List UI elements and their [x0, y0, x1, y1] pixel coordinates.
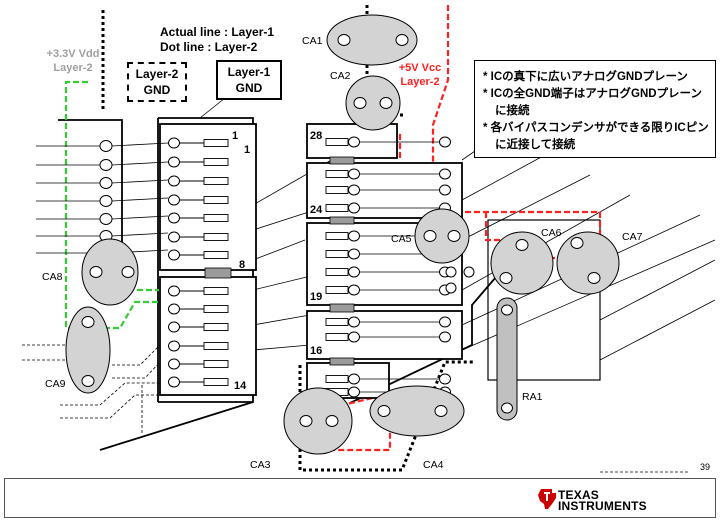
legend-actual-line: Actual line : Layer-1 [160, 25, 275, 39]
capacitor-ca3 [283, 387, 353, 455]
left-ic-pin [168, 321, 229, 333]
capacitor-ca5 [414, 208, 470, 264]
label-ca8: CA8 [42, 271, 63, 283]
pin-28: 28 [310, 130, 322, 142]
right-ic-pin [325, 202, 451, 214]
note-line-4: * 各バイパスコンデンサができる限りICピン [483, 122, 709, 134]
left-ic-pin [168, 285, 229, 297]
vdd-label-line2: Layer-2 [53, 62, 93, 74]
note-line-5: に近接して接続 [495, 139, 576, 151]
ti-logo-line2: Instruments [558, 499, 647, 513]
layer1-gnd-outline [58, 117, 601, 451]
right-ic-pin [325, 316, 451, 328]
footer-box [4, 478, 716, 518]
left-edge-pad [36, 195, 169, 207]
design-notes-box: * ICの真下に広いアナログGNDプレーン * ICの全GND端子はアナログGN… [474, 60, 716, 158]
capacitor-ca1 [326, 14, 418, 66]
pin-24: 24 [310, 204, 323, 216]
layer2-gnd-line1: Layer-2 [135, 67, 179, 81]
capacitor-ca2 [345, 75, 401, 131]
left-ic-pin [168, 358, 229, 370]
note-line-3: に接続 [495, 105, 530, 117]
left-ic-pin [168, 175, 229, 187]
pin-19: 19 [310, 291, 322, 303]
left-ic-pin [168, 376, 229, 388]
left-edge-pad [36, 213, 169, 225]
left-ic-pin [168, 303, 229, 315]
label-ca9: CA9 [45, 378, 66, 390]
ti-logo-line1: Texas [558, 488, 600, 502]
capacitor-ca6 [490, 231, 554, 295]
vcc-label-line1: +5V Vcc [398, 62, 442, 74]
capacitor-ca8 [81, 238, 139, 306]
capacitor-ca9 [65, 306, 111, 394]
label-ca3: CA3 [250, 459, 271, 471]
vcc-label-line2: Layer-2 [400, 76, 440, 88]
layer1-gnd-box: Layer-1 GND [216, 60, 282, 100]
ti-logo-text: Texas Instruments [558, 488, 647, 513]
left-ic-pin [168, 231, 229, 243]
label-ca5: CA5 [391, 233, 412, 245]
note-line-1: * ICの真下に広いアナログGNDプレーン [483, 71, 688, 83]
vcc-label: +5V Vcc Layer-2 [387, 61, 453, 89]
left-ic-pin [168, 340, 229, 352]
label-ca2: CA2 [330, 70, 351, 82]
vdd-label: +3.3V Vdd Layer-2 [33, 47, 113, 75]
ti-logo-icon [538, 489, 556, 509]
label-ca7: CA7 [622, 231, 643, 243]
label-ca6: CA6 [541, 227, 562, 239]
label-ca4: CA4 [423, 459, 444, 471]
left-ic-pin [168, 249, 229, 261]
right-ic-pin [325, 136, 451, 148]
left-ic-pin [168, 156, 229, 168]
left-dashed-signals [22, 344, 690, 473]
capacitor-ca7 [556, 231, 620, 295]
right-ic-pin [325, 184, 451, 196]
right-ic-pin [325, 373, 451, 385]
capacitor-ca4 [369, 385, 465, 437]
right-ic-pin [325, 331, 451, 343]
label-ra1: RA1 [522, 391, 543, 403]
layer1-gnd-line2: GND [235, 81, 263, 95]
right-ic-gnd-strips [329, 156, 355, 366]
resistor-ra1 [496, 297, 518, 421]
legend-dot-line: Dot line : Layer-2 [160, 40, 258, 54]
page-number: 39 [700, 462, 711, 472]
right-ic-pin [325, 284, 451, 296]
label-ca1: CA1 [302, 35, 323, 47]
pin-1-lower: 1 [244, 144, 250, 156]
vdd-label-line1: +3.3V Vdd [46, 48, 100, 60]
layer2-gnd-box: Layer-2 GND [127, 62, 187, 102]
right-ic-pin [325, 168, 451, 180]
layer2-gnd-line2: GND [143, 83, 171, 97]
left-ic-mid-gnd [204, 267, 232, 279]
left-ic-pins [36, 137, 229, 388]
note-line-2: * ICの全GND端子はアナログGNDプレーン [483, 88, 702, 100]
pin-8: 8 [239, 259, 245, 271]
left-edge-pad [36, 177, 169, 189]
left-edge-pad [36, 159, 169, 171]
pin-16: 16 [310, 345, 322, 357]
ca5-pads [445, 266, 475, 294]
layer1-gnd-line1: Layer-1 [227, 65, 271, 79]
left-ic-pin [168, 212, 229, 224]
pin-14: 14 [234, 380, 247, 392]
left-edge-pad [36, 140, 169, 152]
pin-1-upper: 1 [232, 130, 238, 142]
left-ic-pin [168, 194, 229, 206]
left-ic-pin [168, 137, 229, 149]
